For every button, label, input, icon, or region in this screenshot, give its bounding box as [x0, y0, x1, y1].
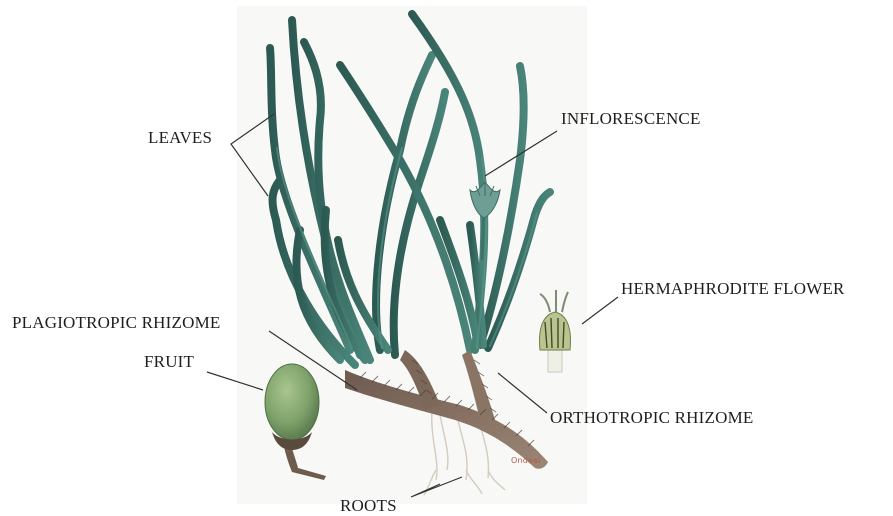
leaves-drawing — [270, 14, 550, 365]
hermaphrodite-flower-drawing — [540, 290, 571, 372]
roots-label: ROOTS — [340, 496, 397, 516]
fruit-leader — [207, 372, 263, 390]
orthotropic-rhizome-label: ORTHOTROPIC RHIZOME — [550, 408, 753, 428]
leaves-label: LEAVES — [148, 128, 212, 148]
rhizome-drawing — [345, 350, 548, 469]
leaves-leader — [231, 114, 274, 196]
inflorescence-label: INFLORESCENCE — [561, 109, 701, 129]
orthotropic-rhizome-leader — [498, 373, 547, 413]
plagiotropic-rhizome-label: PLAGIOTROPIC RHIZOME — [12, 313, 220, 333]
hermaphrodite-flower-leader — [582, 297, 618, 324]
artist-signature: Ondeal — [511, 456, 541, 465]
fruit-label: FRUIT — [144, 352, 194, 372]
fruit-drawing — [265, 364, 326, 480]
hermaphrodite-flower-label: HERMAPHRODITE FLOWER — [621, 279, 845, 299]
